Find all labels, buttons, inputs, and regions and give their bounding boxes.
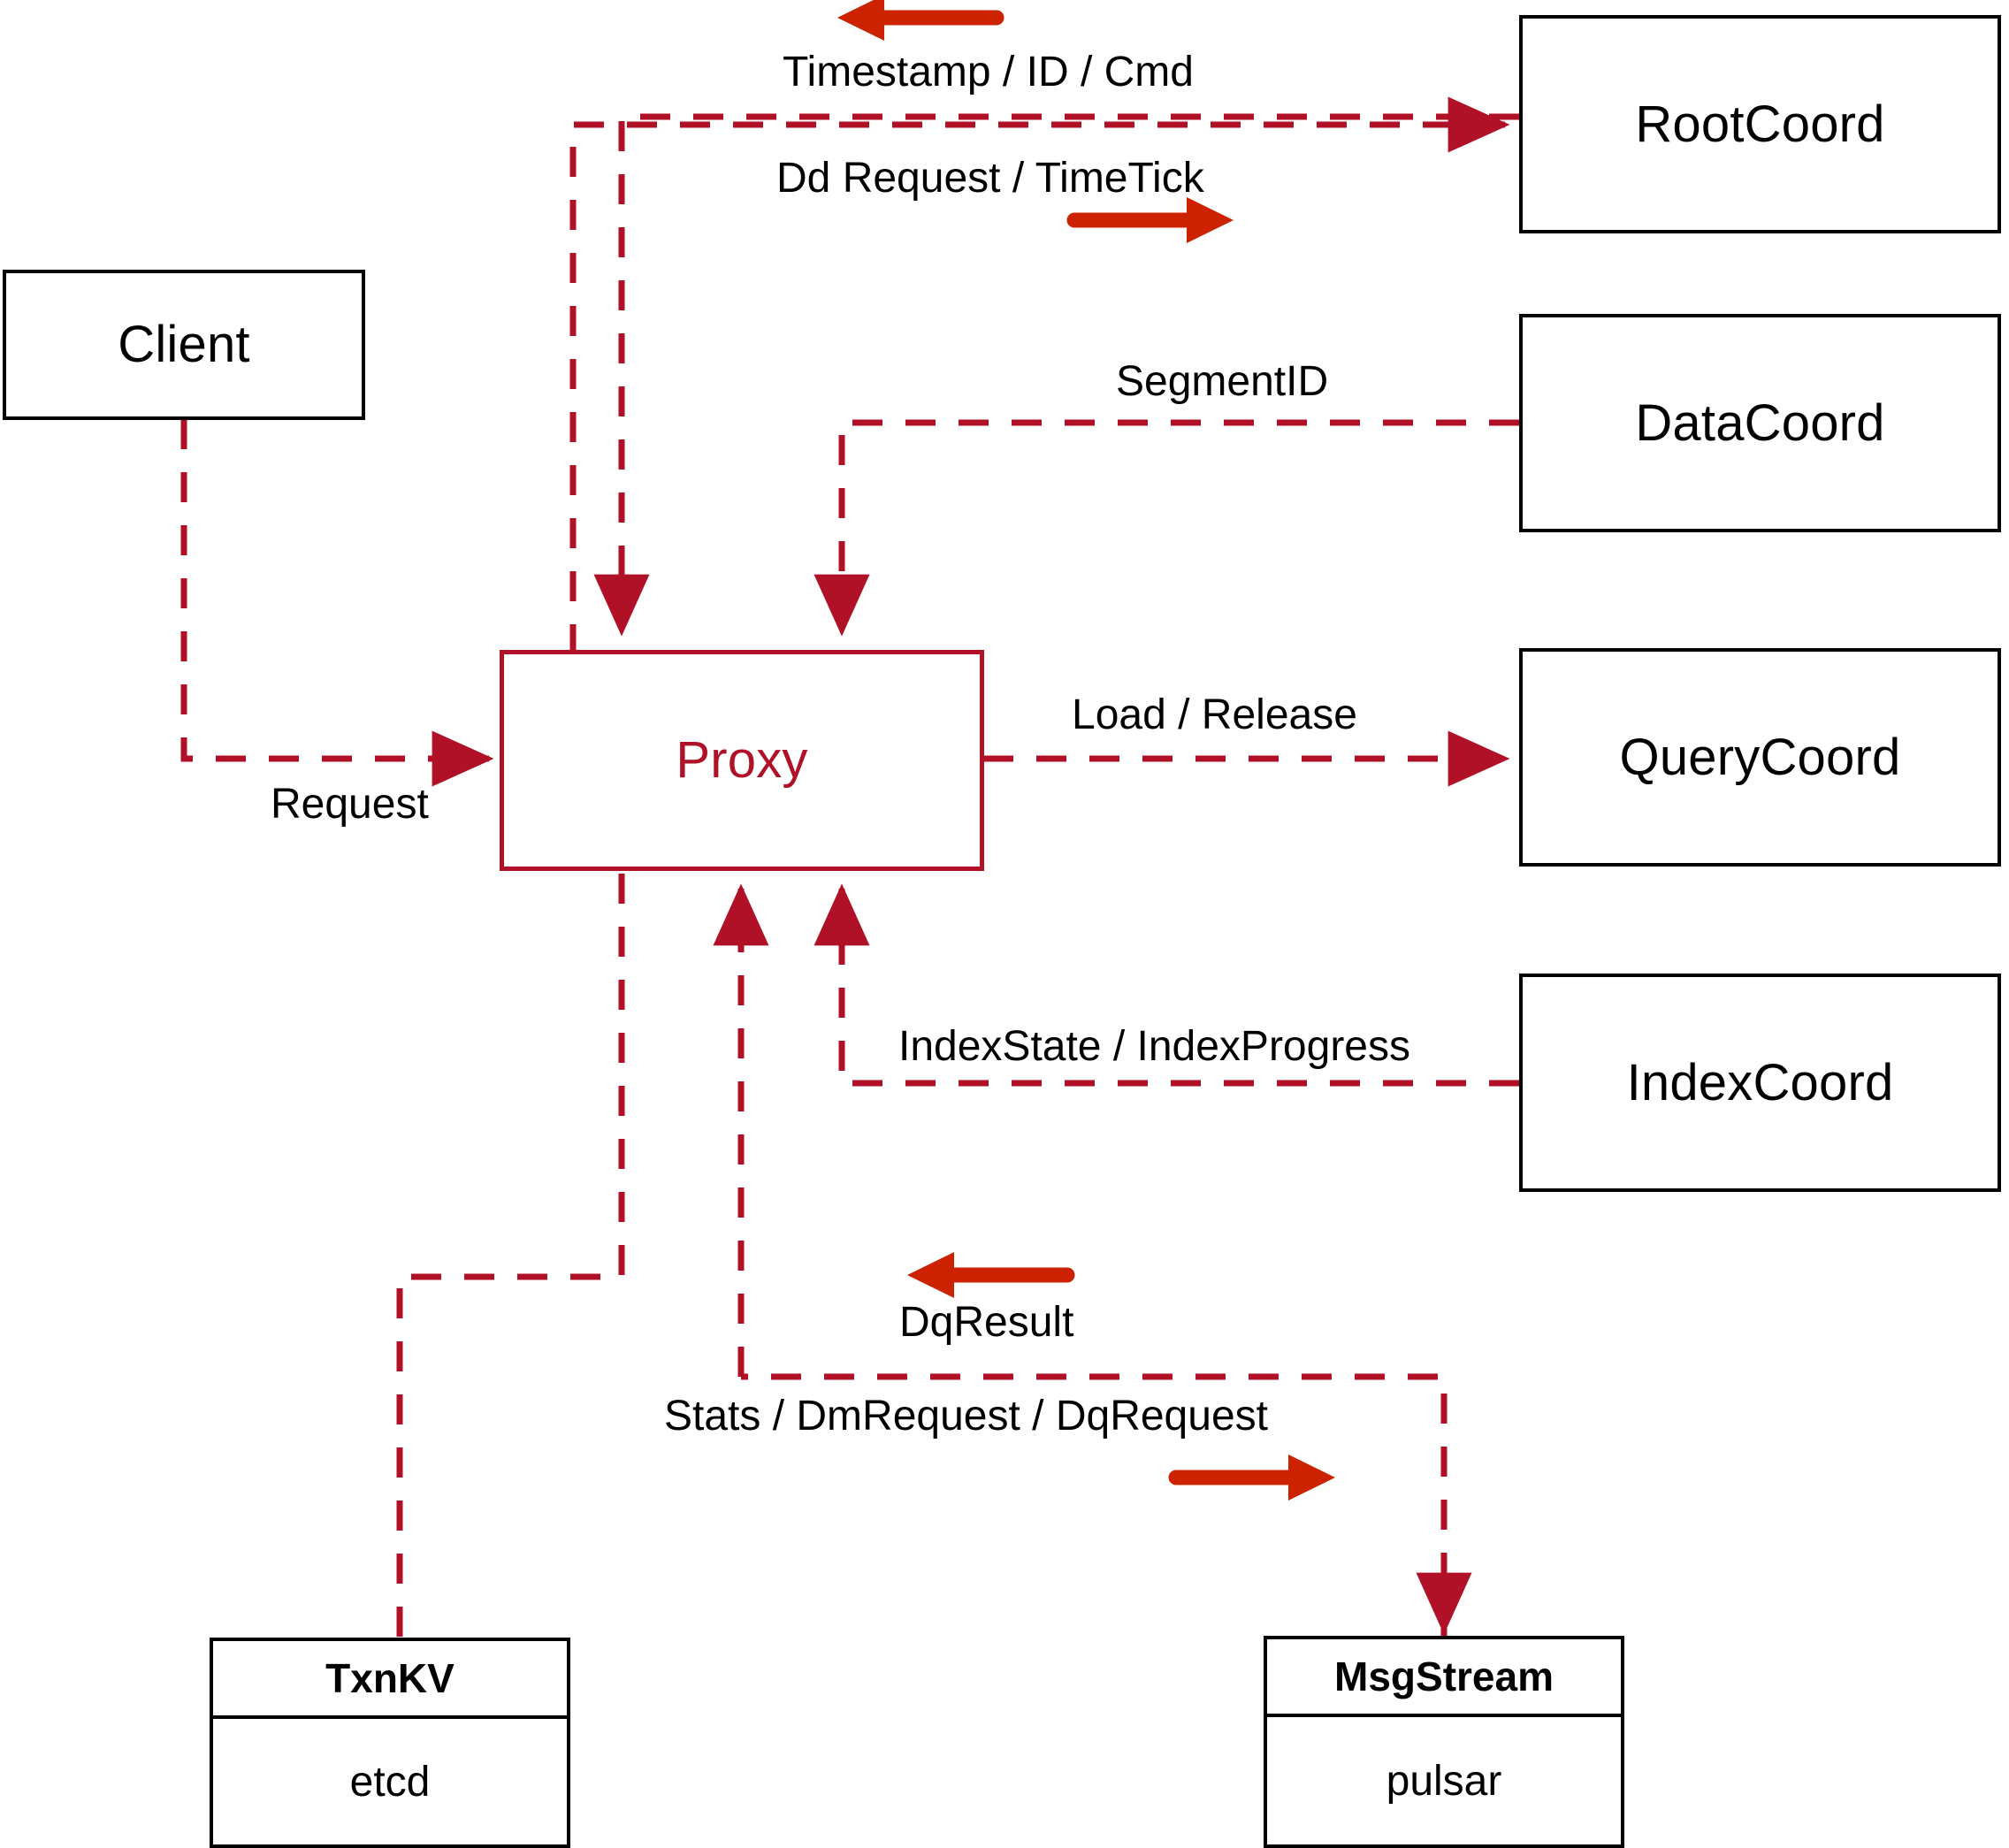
edge-label-dqresult-text: DqResult xyxy=(899,1299,1074,1346)
edge-label-request-text: Request xyxy=(271,781,429,828)
node-indexcoord[interactable]: IndexCoord xyxy=(1519,974,2001,1192)
edge-indexcoord-to-proxy xyxy=(814,883,1519,1087)
edge-label-indexstate-indexprogress-text: IndexState / IndexProgress xyxy=(898,1023,1410,1070)
edge-label-timestamp-id-cmd: Timestamp / ID / Cmd xyxy=(783,51,1194,94)
node-rootcoord[interactable]: RootCoord xyxy=(1519,15,2001,233)
node-txnkv-body-label: etcd xyxy=(349,1758,431,1806)
node-msgstream-body: pulsar xyxy=(1267,1717,1621,1844)
edge-label-segmentid-text: SegmentID xyxy=(1116,358,1329,405)
edge-datacoord-to-proxy xyxy=(814,419,1519,637)
node-datacoord[interactable]: DataCoord xyxy=(1519,314,2001,532)
edge-label-dd-request-timetick-text: Dd Request / TimeTick xyxy=(776,155,1204,202)
direction-arrow-dqresult xyxy=(907,1252,1075,1298)
node-client-label: Client xyxy=(118,316,250,373)
edge-client-to-proxy xyxy=(180,419,494,787)
edge-label-indexstate-indexprogress: IndexState / IndexProgress xyxy=(898,1026,1410,1068)
node-rootcoord-label: RootCoord xyxy=(1635,95,1885,153)
node-datacoord-label: DataCoord xyxy=(1635,393,1885,452)
edge-proxy-to-msgstream xyxy=(741,1373,1472,1636)
node-querycoord[interactable]: QueryCoord xyxy=(1519,648,2001,867)
edge-label-dd-request-timetick: Dd Request / TimeTick xyxy=(776,157,1204,200)
node-txnkv[interactable]: TxnKV etcd xyxy=(210,1638,570,1848)
edge-label-load-release-text: Load / Release xyxy=(1072,691,1357,738)
node-proxy[interactable]: Proxy xyxy=(500,650,984,871)
edge-label-timestamp-id-cmd-text: Timestamp / ID / Cmd xyxy=(783,49,1194,95)
edge-label-stats-dmrequest-dqrequest: Stats / DmRequest / DqRequest xyxy=(664,1395,1268,1438)
node-querycoord-label: QueryCoord xyxy=(1619,728,1901,786)
direction-arrow-dd-request xyxy=(1066,197,1234,243)
node-client[interactable]: Client xyxy=(3,270,365,420)
node-proxy-label: Proxy xyxy=(676,731,808,789)
edge-proxy-to-txnkv xyxy=(396,874,625,1638)
node-indexcoord-label: IndexCoord xyxy=(1626,1053,1894,1111)
node-msgstream-header-label: MsgStream xyxy=(1334,1653,1554,1699)
edge-label-load-release: Load / Release xyxy=(1072,694,1357,737)
edge-label-segmentid: SegmentID xyxy=(1116,361,1328,403)
edge-label-stats-dmrequest-dqrequest-text: Stats / DmRequest / DqRequest xyxy=(664,1393,1268,1439)
direction-arrow-timestamp xyxy=(837,0,1004,41)
node-txnkv-header: TxnKV xyxy=(213,1641,567,1719)
edge-label-dqresult: DqResult xyxy=(899,1302,1073,1344)
node-msgstream-body-label: pulsar xyxy=(1386,1757,1502,1805)
node-txnkv-body: etcd xyxy=(213,1719,567,1844)
direction-arrow-stats xyxy=(1168,1455,1335,1501)
node-msgstream-header: MsgStream xyxy=(1267,1639,1621,1717)
edge-proxy-to-rootcoord xyxy=(569,96,1510,707)
edge-rootcoord-to-proxy xyxy=(593,113,1519,637)
edge-label-request: Request xyxy=(271,783,429,826)
node-msgstream[interactable]: MsgStream pulsar xyxy=(1264,1636,1624,1848)
node-txnkv-header-label: TxnKV xyxy=(325,1655,455,1701)
